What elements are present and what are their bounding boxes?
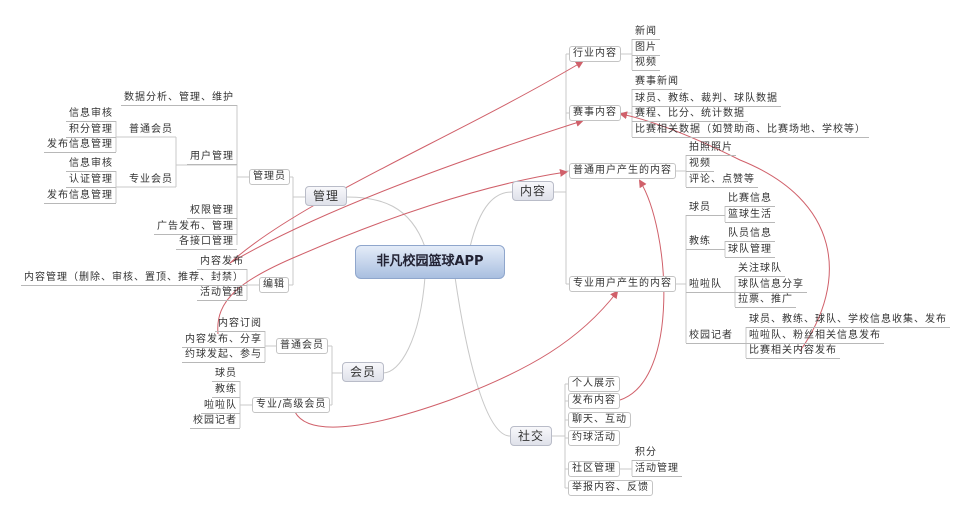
node-data-analysis[interactable]: 数据分析、管理、维护	[121, 91, 237, 106]
leaf[interactable]: 内容管理（删除、审核、置顶、推荐、封禁）	[21, 271, 247, 286]
leaf[interactable]: 图片	[632, 41, 660, 56]
node-community[interactable]: 社区管理	[568, 461, 620, 477]
leaf[interactable]: 球员、教练、球队、学校信息收集、发布	[746, 313, 950, 328]
leaf[interactable]: 聊天、互动	[568, 412, 631, 428]
leaf[interactable]: 视频	[632, 56, 660, 71]
node-normal-member-admin[interactable]: 普通会员	[129, 124, 173, 135]
node-normal-member[interactable]: 普通会员	[276, 338, 328, 354]
leaf[interactable]: 啦啦队	[201, 399, 240, 414]
leaf[interactable]: 评论、点赞等	[686, 173, 758, 188]
node-pro-member-admin[interactable]: 专业会员	[129, 174, 173, 185]
leaf[interactable]: 活动管理	[632, 462, 682, 477]
node-content[interactable]: 内容	[512, 181, 555, 201]
leaf[interactable]: 积分管理	[66, 123, 116, 138]
leaf[interactable]: 拉票、推广	[735, 293, 796, 308]
node-match[interactable]: 赛事内容	[569, 105, 621, 121]
node-pro-member[interactable]: 专业/高级会员	[252, 397, 331, 413]
leaf[interactable]: 啦啦队、粉丝相关信息发布	[746, 329, 884, 344]
leaf[interactable]: 球队信息分享	[735, 278, 807, 293]
leaf[interactable]: 赛程、比分、统计数据	[632, 107, 748, 122]
leaf[interactable]: 约球发起、参与	[182, 348, 265, 363]
node-ads[interactable]: 广告发布、管理	[154, 220, 237, 235]
node-editor[interactable]: 编辑	[259, 277, 289, 293]
leaf[interactable]: 校园记者	[190, 414, 240, 429]
leaf[interactable]: 发布信息管理	[44, 189, 116, 204]
node-management[interactable]: 管理	[305, 186, 348, 206]
leaf[interactable]: 信息审核	[66, 157, 116, 172]
node-api[interactable]: 各接口管理	[176, 235, 237, 250]
leaf[interactable]: 比赛相关数据（如赞助商、比赛场地、学校等）	[632, 123, 869, 138]
node-social[interactable]: 社交	[510, 426, 553, 446]
leaf[interactable]: 篮球生活	[725, 208, 775, 223]
leaf[interactable]: 球员、教练、裁判、球队数据	[632, 92, 781, 107]
leaf[interactable]: 比赛相关内容发布	[746, 344, 840, 359]
leaf[interactable]: 信息审核	[66, 107, 116, 122]
node-coach[interactable]: 教练	[686, 235, 725, 250]
leaf[interactable]: 内容发布、分享	[182, 333, 265, 348]
leaf[interactable]: 积分	[632, 446, 660, 461]
node-reporter[interactable]: 校园记者	[686, 329, 746, 344]
leaf[interactable]: 认证管理	[66, 173, 116, 188]
node-user-management[interactable]: 用户管理	[187, 150, 237, 165]
node-permission[interactable]: 权限管理	[187, 204, 237, 219]
node-ugc[interactable]: 普通用户产生的内容	[569, 163, 676, 179]
node-industry[interactable]: 行业内容	[569, 46, 621, 62]
leaf[interactable]: 个人展示	[568, 376, 620, 392]
leaf[interactable]: 拍照照片	[686, 141, 736, 156]
leaf[interactable]: 发布信息管理	[44, 138, 116, 153]
leaf[interactable]: 约球活动	[568, 430, 620, 446]
node-members[interactable]: 会员	[342, 362, 385, 382]
leaf[interactable]: 比赛信息	[725, 192, 775, 207]
leaf[interactable]: 关注球队	[735, 262, 785, 277]
node-cheerleader[interactable]: 啦啦队	[686, 278, 735, 293]
leaf[interactable]: 活动管理	[197, 286, 247, 301]
leaf[interactable]: 内容订阅	[215, 317, 265, 332]
leaf[interactable]: 新闻	[632, 25, 660, 40]
leaf[interactable]: 发布内容	[568, 393, 620, 409]
leaf[interactable]: 教练	[212, 383, 240, 398]
node-pgc[interactable]: 专业用户产生的内容	[569, 276, 676, 292]
node-player[interactable]: 球员	[686, 201, 725, 216]
relation-links	[217, 60, 830, 428]
leaf[interactable]: 赛事新闻	[632, 75, 682, 90]
root-node[interactable]: 非凡校园篮球APP	[355, 245, 505, 279]
leaf[interactable]: 球队管理	[725, 243, 775, 258]
node-admin[interactable]: 管理员	[249, 169, 290, 185]
leaf[interactable]: 球员	[212, 367, 240, 382]
leaf[interactable]: 举报内容、反馈	[568, 480, 653, 496]
leaf[interactable]: 内容发布	[197, 255, 247, 270]
leaf[interactable]: 队员信息	[725, 227, 775, 242]
leaf[interactable]: 视频	[686, 157, 714, 172]
